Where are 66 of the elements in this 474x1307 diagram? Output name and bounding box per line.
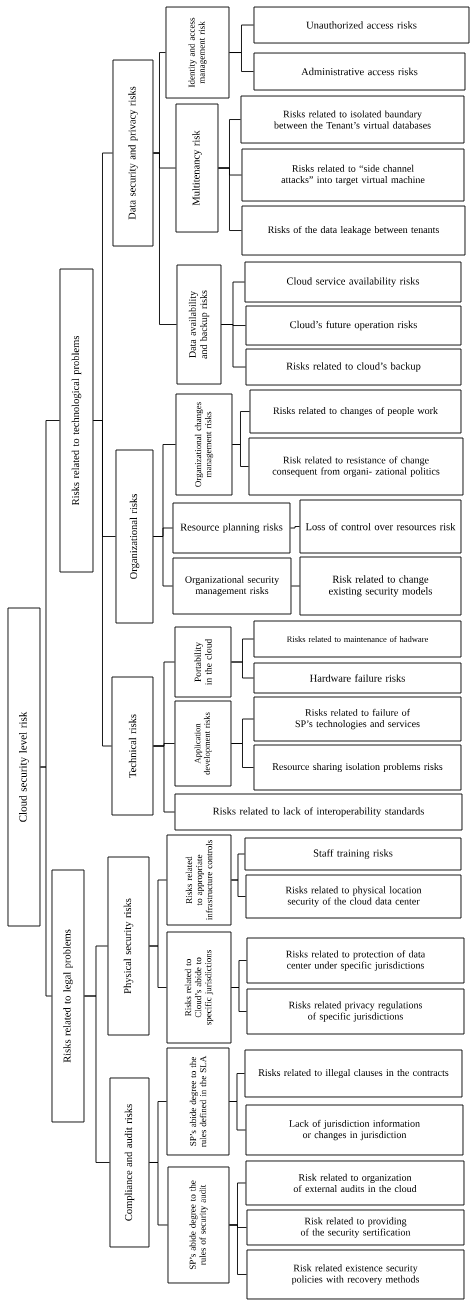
connector-line <box>218 167 242 231</box>
risk-box: Risk related to providing of the security sertification <box>246 1209 465 1246</box>
risk-box: Administrative access risks <box>253 52 466 91</box>
category-box: SP’s abide degree to the rules of security audit <box>167 1166 230 1284</box>
category-box: Organizational risks <box>115 449 154 624</box>
risk-box: Risk related to resistance of change consequent from organi- zational politics <box>248 437 464 496</box>
connector-line <box>231 987 247 1012</box>
category-box: Data availability and backup risks <box>176 264 222 385</box>
category-box: Risks related to legal problems <box>51 869 85 1123</box>
risk-box: Risks related to physical location security of the cloud data center <box>245 874 462 919</box>
connector-line <box>153 745 175 813</box>
connector-line <box>149 945 167 988</box>
category-box: SP’s abide degree to the rules defined in the SLA <box>166 1047 230 1156</box>
risk-box: Resource sharing isolation problems risks <box>253 744 462 791</box>
connector-line <box>232 444 249 467</box>
category-box: Risks related to appropriate infrastructure controls <box>166 834 232 926</box>
connector-line <box>229 1224 247 1275</box>
connector-line <box>291 585 300 587</box>
risk-box: Hardware failure risks <box>253 662 462 694</box>
connector-line <box>149 1162 168 1226</box>
risk-box: Risks related to maintenance of hadware <box>253 620 462 658</box>
risk-box: Risks related to cloud’s backup <box>245 348 462 386</box>
connector-line <box>231 879 246 897</box>
risk-box: Lack of jurisdiction information or changes in jurisdiction <box>245 1104 464 1156</box>
risk-box: Risks of the data leakage between tenants <box>241 205 466 256</box>
risk-box: Cloud’s future operation risks <box>245 305 462 346</box>
risk-box: Cloud service availability risks <box>244 261 462 303</box>
connector-line <box>153 152 177 325</box>
category-box: Risks related to technological problems <box>59 268 94 573</box>
category-box: Multitenancy risk <box>175 103 219 233</box>
category-box: Resource planning risks <box>172 502 291 554</box>
risk-box: Risks related to lack of interoperability standards <box>174 793 463 831</box>
category-box: Organizational changes management risks <box>175 393 233 496</box>
risk-box: Risks related privacy regulations of specific jurisdictions <box>246 988 465 1035</box>
risk-box: Unauthorized access risks <box>253 6 470 44</box>
root-box: Cloud security level risk <box>7 607 41 927</box>
risk-box: Staff training risks <box>244 837 462 871</box>
category-box: Risks related to Cloud’s abide to specific jurisdictions <box>166 931 232 1044</box>
risk-box: Risks related to failure of SP’s technologies and services <box>253 696 462 742</box>
category-box: Identity and access management risk <box>165 6 230 99</box>
connector-line <box>290 526 300 529</box>
connector-line <box>231 661 254 679</box>
risk-box: Risks related to “side channel attacks” into target virtual machine <box>241 148 465 202</box>
category-box: Technical risks <box>111 676 154 816</box>
category-box: Compliance and audit risks <box>109 1077 150 1248</box>
risk-box: Risk related existence security policies with recovery methods <box>246 1249 465 1300</box>
risk-box: Risks related to isolated baundary between the Tenant’s virtual databases <box>240 95 465 144</box>
connector-line <box>229 1101 246 1131</box>
risk-box: Risks related to illegal clauses in the contracts <box>244 1049 463 1098</box>
risk-box: Risk related to change existing security models <box>299 556 462 616</box>
connector-line <box>229 52 254 72</box>
risk-box: Loss of control over resources risk <box>299 499 462 554</box>
connector-line <box>153 536 173 587</box>
connector-line <box>84 995 110 1163</box>
risk-box: Risks related to changes of people work <box>249 389 462 434</box>
risk-box: Risks related to protection of data center under specific jurisdictions <box>246 937 465 984</box>
category-box: Organizational security management risks <box>172 557 292 615</box>
connector-line <box>231 743 254 768</box>
connector-line <box>40 766 52 997</box>
connector-line <box>93 420 112 747</box>
category-box: Application development risks <box>174 700 232 787</box>
connector-line <box>221 324 246 368</box>
category-box: Data security and privacy risks <box>112 59 154 247</box>
category-box: Portability in the cloud <box>174 626 232 698</box>
category-box: Physical security risks <box>107 856 150 1036</box>
risk-box: Risk related to organization of external audits in the cloud <box>245 1160 465 1206</box>
